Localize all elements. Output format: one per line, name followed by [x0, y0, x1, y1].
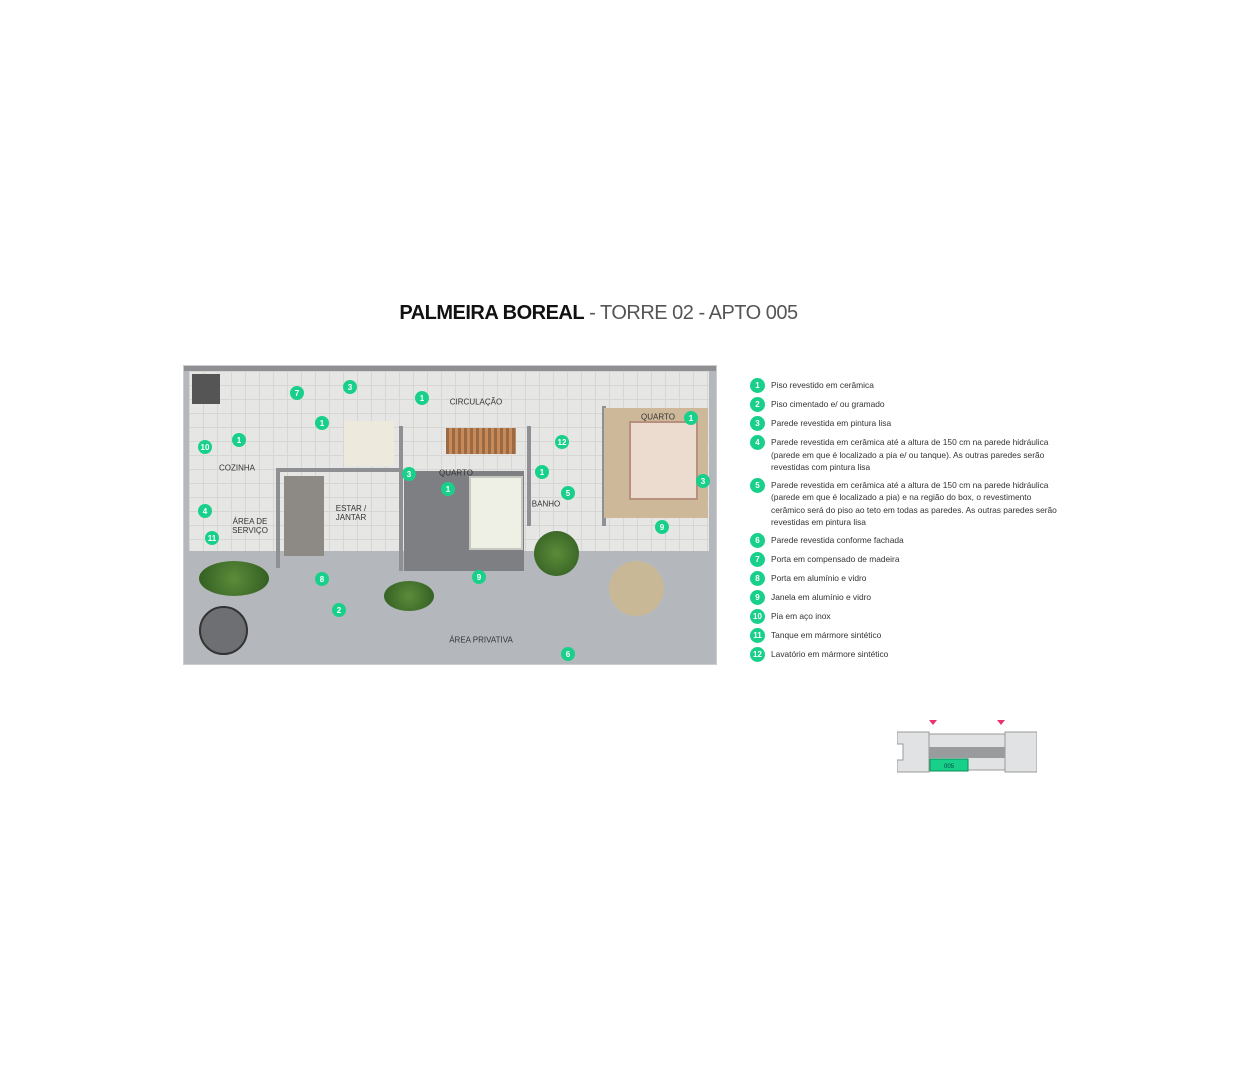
legend-number-badge: 5 [750, 477, 765, 493]
legend-text: Lavatório em mármore sintético [771, 648, 889, 659]
wall [276, 468, 280, 568]
plant [384, 581, 434, 611]
legend-number-badge: 7 [750, 551, 765, 567]
legend-text: Tanque em mármore sintético [771, 629, 882, 640]
wall [184, 366, 716, 371]
legend-item: 6 Parede revestida conforme fachada [750, 532, 1070, 548]
unit-number: 005 [944, 764, 955, 770]
room-label-circulacao: CIRCULAÇÃO [449, 397, 503, 407]
legend-text: Janela em alumínio e vidro [771, 591, 872, 602]
legend-item: 12 Lavatório em mármore sintético [750, 646, 1070, 662]
legend-text: Parede revestida em pintura lisa [771, 418, 892, 428]
marker: 6 [561, 647, 575, 661]
fridge [192, 374, 220, 404]
key-plan-drawing: 005 [896, 720, 1038, 773]
plant [534, 531, 579, 576]
legend-text: Porta em compensado de madeira [771, 553, 900, 564]
page-title: PALMEIRA BOREAL - TORRE 02 - APTO 005 [0, 302, 1197, 325]
legend-number-badge: 8 [750, 570, 765, 586]
marker: 5 [561, 486, 575, 500]
sofa [284, 476, 324, 556]
view-arrow-icon [997, 720, 1005, 725]
marker: 3 [696, 474, 710, 488]
legend-text: Porta em alumínio e vidro [771, 572, 867, 583]
legend-text: Parede revestida em cerâmica até a altur… [771, 437, 1049, 472]
legend-item: 5 Parede revestida em cerâmica até a altu… [750, 477, 1070, 529]
bed [629, 421, 698, 500]
marker: 1 [232, 433, 246, 447]
room-label-quarto: QUARTO [641, 412, 675, 422]
marker: 9 [655, 520, 669, 534]
plant [199, 561, 269, 596]
legend-text: Piso revestido em cerâmica [771, 380, 874, 390]
wall [527, 426, 531, 526]
room-label-area-servico: ÁREA DE SERVIÇO [232, 517, 268, 535]
legend-item: 7 Porta em compensado de madeira [750, 551, 1070, 567]
marker: 1 [535, 465, 549, 479]
legend-number-badge: 4 [750, 435, 765, 450]
legend-item: 4 Parede revestida em cerâmica até a altu… [750, 435, 1070, 474]
legend-item: 11 Tanque em mármore sintético [750, 627, 1070, 643]
marker: 3 [402, 467, 416, 481]
title-unit: - TORRE 02 - APTO 005 [584, 302, 798, 324]
legend-number-badge: 11 [750, 627, 765, 643]
marker: 3 [343, 380, 357, 394]
floor-plan: CIRCULAÇÃO QUARTO QUARTO COZINHA ESTAR /… [183, 365, 717, 665]
marker: 7 [290, 386, 304, 400]
dining-table [344, 421, 394, 466]
marker: 4 [198, 504, 212, 518]
marker: 1 [315, 416, 329, 430]
title-building: PALMEIRA BOREAL [399, 302, 585, 324]
marker: 1 [684, 411, 698, 425]
legend-item: 1 Piso revestido em cerâmica [750, 378, 1070, 393]
legend-text: Piso cimentado e/ ou gramado [771, 399, 885, 409]
legend-number-badge: 3 [750, 416, 765, 431]
room-label-estar-jantar: ESTAR / JANTAR [335, 504, 367, 522]
legend-number-badge: 12 [750, 646, 765, 662]
legend-item: 9 Janela em alumínio e vidro [750, 589, 1070, 605]
marker: 1 [441, 482, 455, 496]
marker: 12 [555, 435, 569, 449]
room-label-quarto: QUARTO [439, 468, 473, 478]
marker: 1 [415, 391, 429, 405]
wall [399, 426, 403, 571]
legend-item: 2 Piso cimentado e/ ou gramado [750, 397, 1070, 412]
legend-text: Pia em aço inox [771, 610, 831, 621]
room-label-banho: BANHO [531, 499, 561, 509]
finishes-legend: 1 Piso revestido em cerâmica 2 Piso ciment… [750, 378, 1070, 666]
legend-text: Parede revestida em cerâmica até a altur… [771, 479, 1057, 528]
legend-number-badge: 9 [750, 589, 765, 605]
marker: 10 [198, 440, 212, 454]
hanging-chair [199, 606, 248, 655]
marker: 8 [315, 572, 329, 586]
view-arrow-icon [929, 720, 937, 725]
marker: 11 [205, 531, 219, 545]
rug [446, 428, 516, 454]
legend-number-badge: 10 [750, 608, 765, 624]
marker: 9 [472, 570, 486, 584]
bed [469, 476, 523, 550]
legend-number-badge: 6 [750, 532, 765, 548]
wall [276, 468, 399, 472]
room-label-area-privativa: ÁREA PRIVATIVA [449, 635, 513, 645]
legend-text: Parede revestida conforme fachada [771, 534, 904, 545]
marker: 2 [332, 603, 346, 617]
legend-item: 3 Parede revestida em pintura lisa [750, 416, 1070, 431]
legend-number-badge: 1 [750, 378, 765, 393]
unit-highlight [929, 758, 969, 772]
legend-item: 8 Porta em alumínio e vidro [750, 570, 1070, 586]
legend-item: 10 Pia em aço inox [750, 608, 1070, 624]
patio-table [609, 561, 664, 616]
legend-number-badge: 2 [750, 397, 765, 412]
room-label-cozinha: COZINHA [219, 463, 255, 473]
key-plan: 005 [896, 720, 1038, 776]
